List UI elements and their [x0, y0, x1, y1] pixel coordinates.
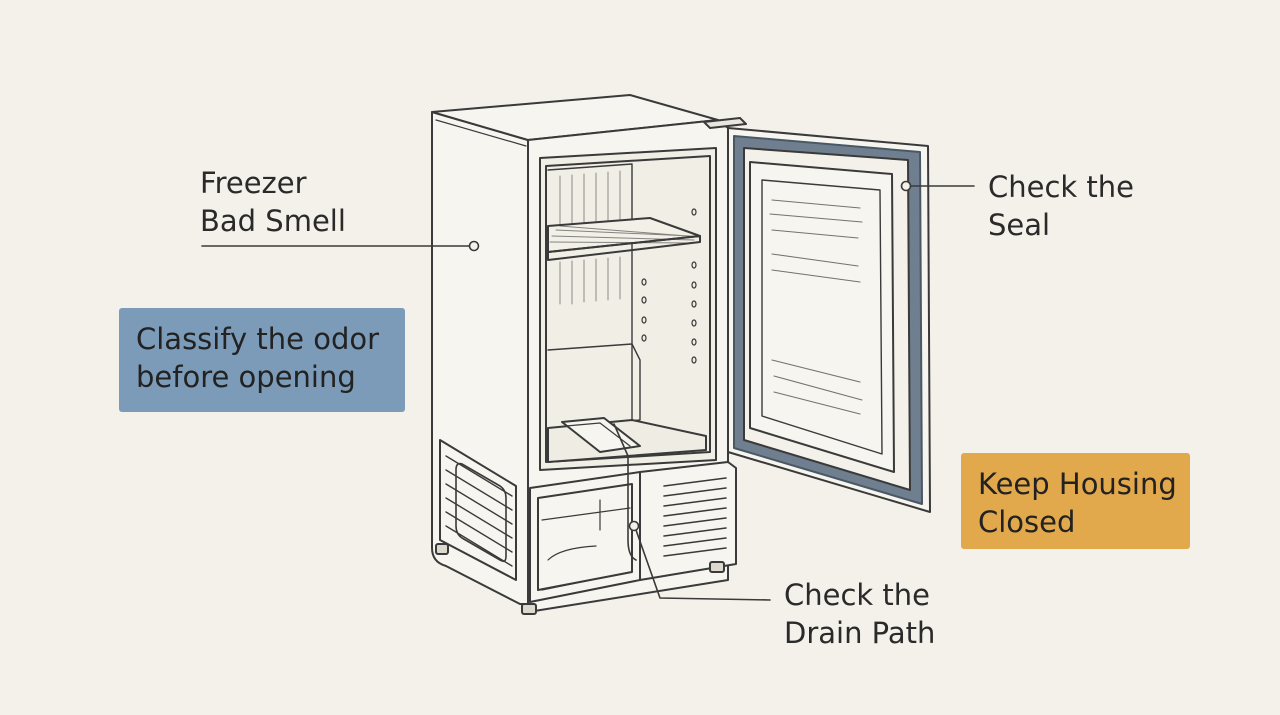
- label-freezer-bad-smell-line2: Bad Smell: [200, 204, 346, 238]
- callout-lines: [201, 180, 975, 601]
- cabinet-base: [435, 423, 737, 615]
- label-freezer-bad-smell-line1: Freezer: [200, 166, 307, 200]
- label-check-seal-line1: Check the: [988, 170, 1135, 204]
- label-check-seal-line2: Seal: [988, 208, 1051, 242]
- note-classify-line2: before opening: [136, 360, 356, 394]
- note-classify-line1: Classify the odor: [136, 322, 380, 356]
- callout-dot-freezer-smell: [468, 240, 480, 252]
- callout-line-drain: [635, 529, 771, 601]
- door-hinge: [703, 117, 747, 129]
- note-classify-odor: Classify the odor before opening: [119, 308, 405, 412]
- label-check-drain-line1: Check the: [784, 578, 931, 612]
- callout-dot-seal: [900, 180, 912, 192]
- label-check-drain-path: Check the Drain Path: [784, 576, 935, 652]
- note-keep-closed-line2: Closed: [978, 505, 1076, 539]
- callout-dot-drain: [628, 520, 640, 532]
- cabinet-side-panel: [431, 111, 529, 605]
- freezer-door: [727, 127, 931, 513]
- label-check-drain-line2: Drain Path: [784, 616, 936, 650]
- note-keep-closed-line1: Keep Housing: [978, 467, 1177, 501]
- note-keep-housing-closed: Keep Housing Closed: [961, 453, 1190, 549]
- label-freezer-bad-smell: Freezer Bad Smell: [200, 164, 346, 240]
- label-check-seal: Check the Seal: [988, 168, 1134, 244]
